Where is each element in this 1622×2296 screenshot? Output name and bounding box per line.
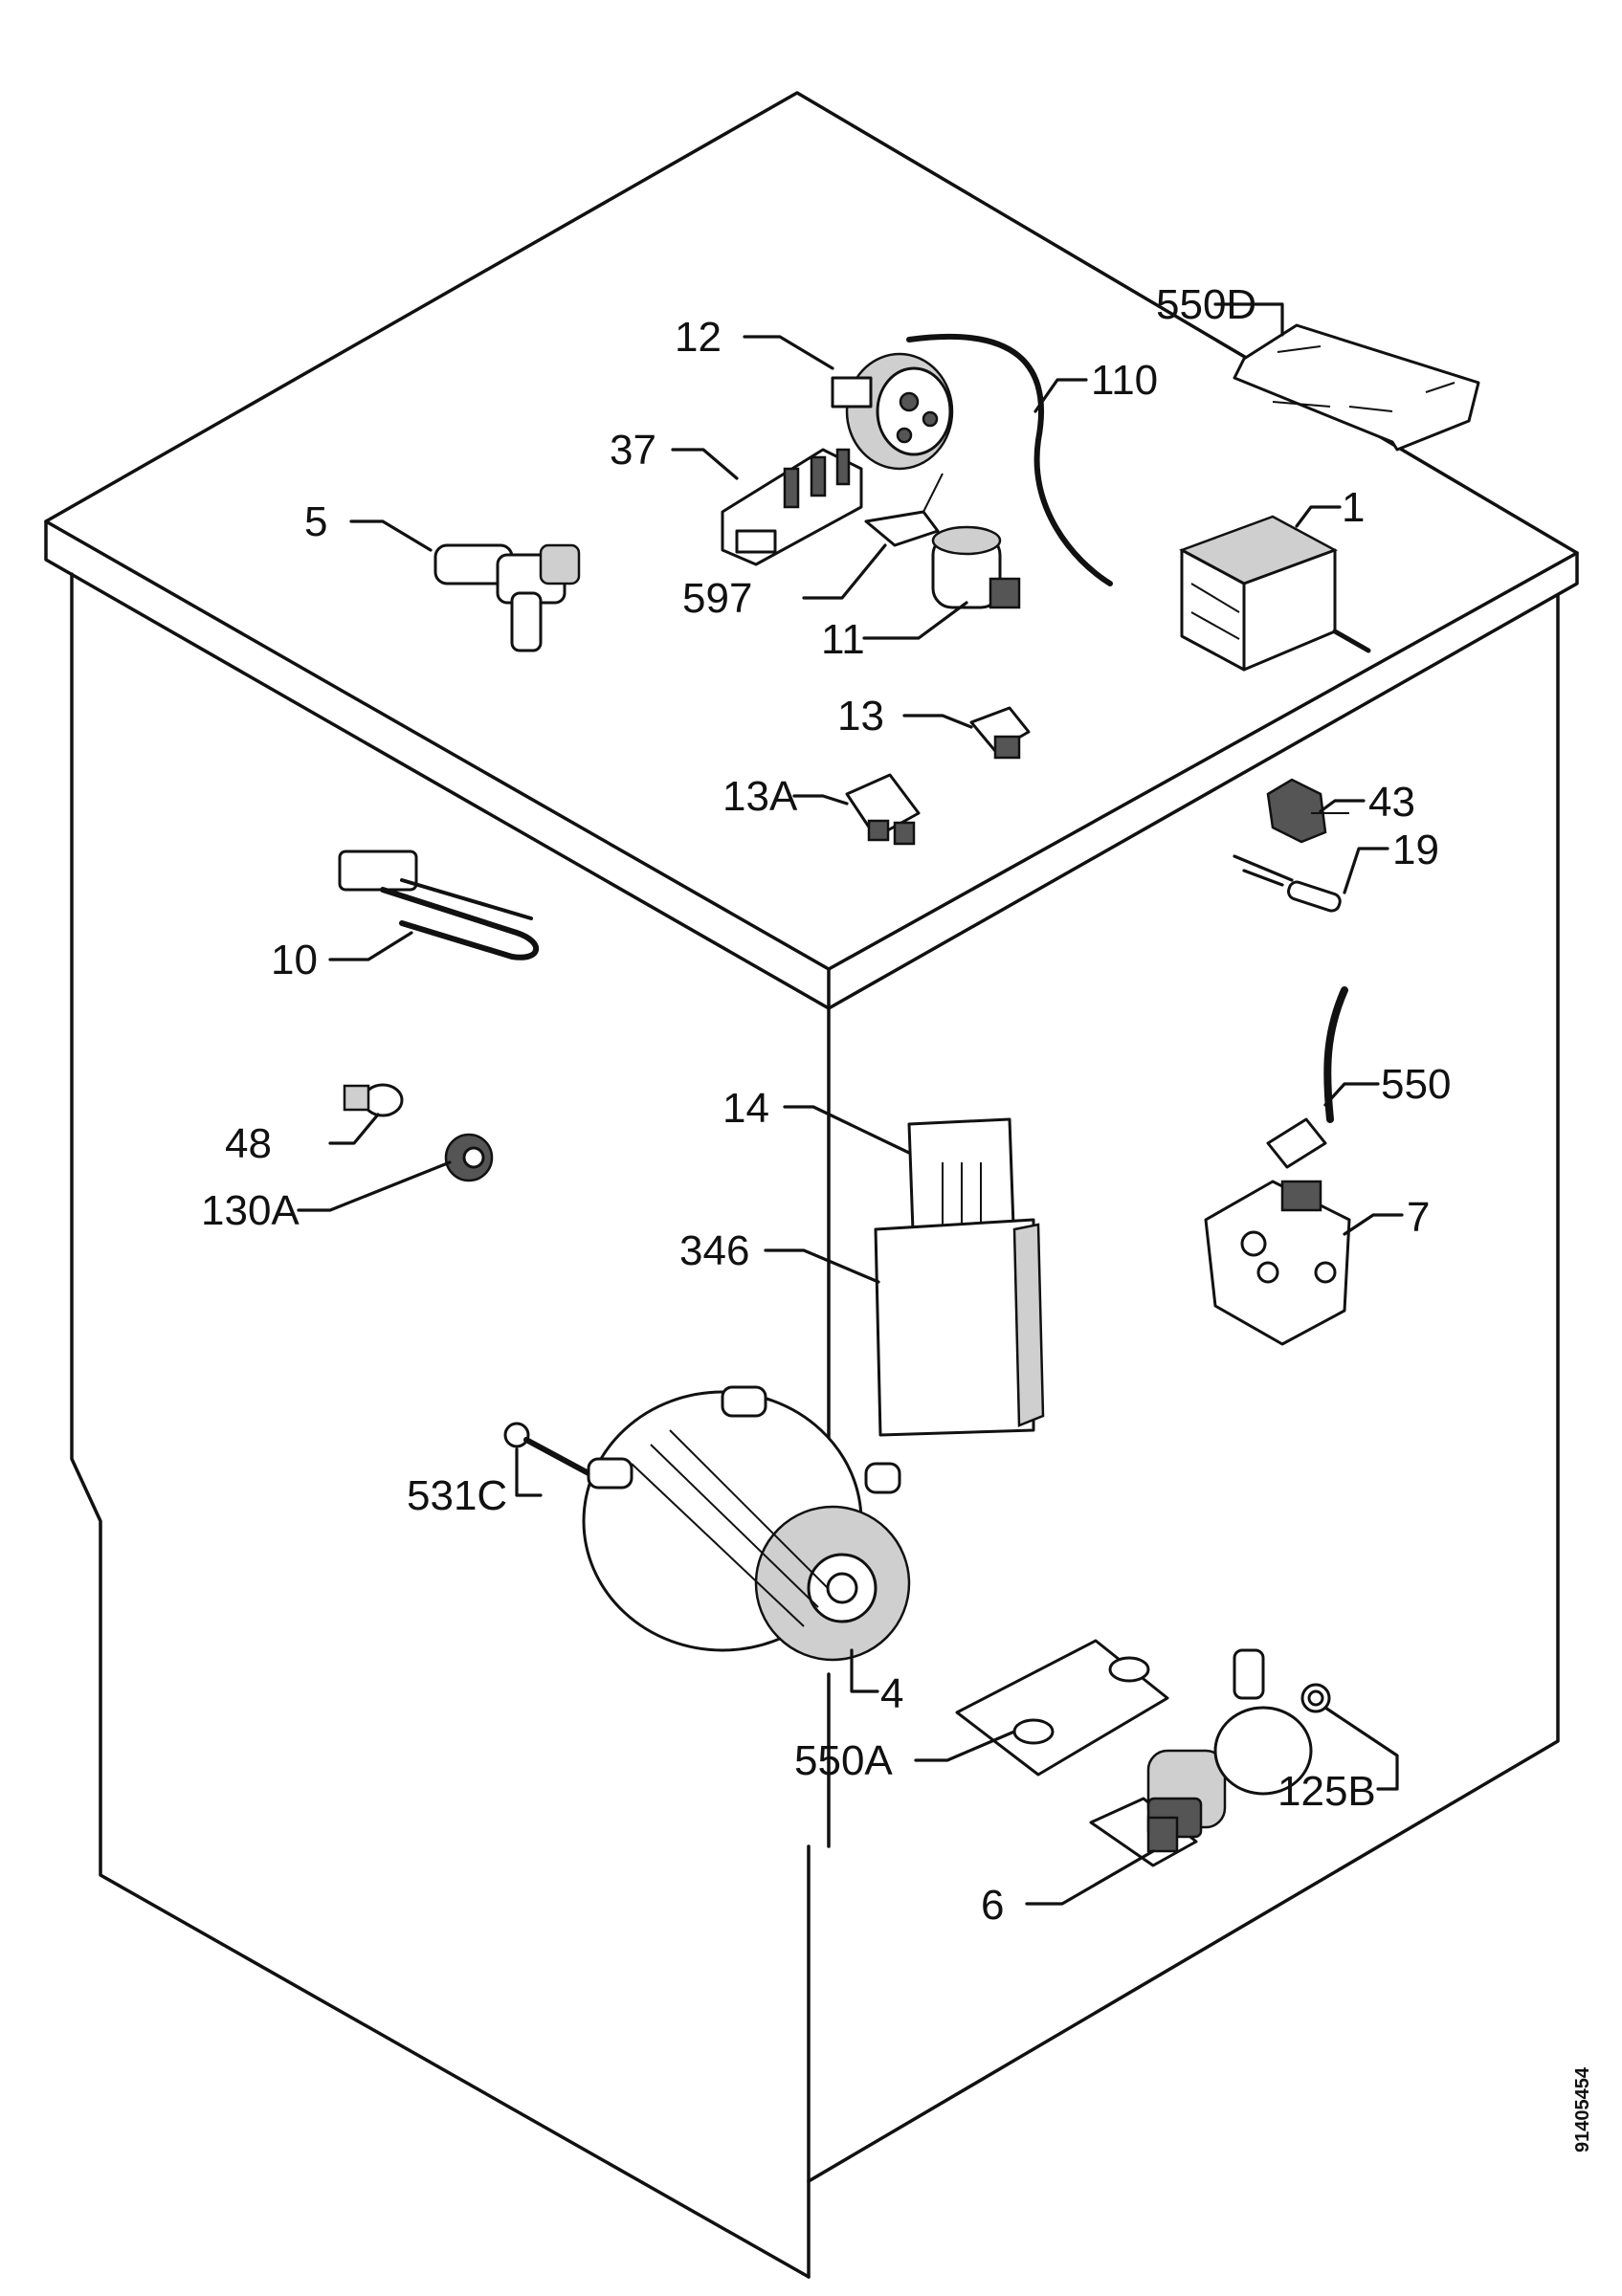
part-43-clip xyxy=(1266,778,1349,844)
label-11: 11 xyxy=(821,616,865,663)
part-550a-motor-cover xyxy=(955,1639,1169,1777)
part-6-drain-pump xyxy=(1089,1648,1313,1867)
label-5: 5 xyxy=(304,498,327,545)
part-37-terminal-block xyxy=(721,448,863,566)
part-10-heating-element xyxy=(338,850,539,960)
label-10: 10 xyxy=(271,937,318,983)
label-4: 4 xyxy=(880,1670,903,1717)
label-6: 6 xyxy=(981,1882,1004,1929)
cabinet-outline xyxy=(44,91,1579,2279)
part-12-pressure-switch xyxy=(831,352,954,471)
label-12: 12 xyxy=(675,314,722,361)
label-531c: 531C xyxy=(407,1472,507,1519)
label-346: 346 xyxy=(679,1227,749,1274)
part-130a-knob xyxy=(444,1133,494,1182)
label-37: 37 xyxy=(610,427,656,474)
part-597-bracket xyxy=(864,473,944,547)
label-13a: 13A xyxy=(722,773,798,820)
part-13-connector xyxy=(969,706,1031,760)
label-110: 110 xyxy=(1091,357,1158,404)
part-1-programmer-timer xyxy=(1178,515,1371,672)
label-597: 597 xyxy=(682,575,752,622)
part-550d-cover-plate xyxy=(1233,323,1480,452)
part-48-pilot-lamp xyxy=(343,1083,404,1117)
part-550-wiring-harness xyxy=(1266,986,1348,1169)
label-19: 19 xyxy=(1392,827,1439,873)
part-7-door-lock xyxy=(1204,1180,1351,1346)
label-48: 48 xyxy=(225,1120,272,1167)
label-550: 550 xyxy=(1381,1061,1451,1108)
part-labels: 1 4 5 6 7 10 11 12 13 13A 14 19 37 43 48… xyxy=(201,281,1451,1929)
part-4-motor xyxy=(582,1385,911,1662)
label-43: 43 xyxy=(1368,779,1415,826)
part-5-inlet-valve xyxy=(433,543,581,652)
label-130a: 130A xyxy=(201,1187,300,1234)
part-110-hose xyxy=(906,333,1113,586)
part-11-capacitor xyxy=(931,525,1021,609)
part-19-temperature-sensor xyxy=(1233,854,1342,913)
leader-lines xyxy=(297,302,1404,1906)
label-14: 14 xyxy=(722,1085,769,1132)
part-13a-connector xyxy=(845,773,921,846)
label-550a: 550A xyxy=(794,1737,893,1784)
part-346-drawer-housing xyxy=(874,1218,1045,1437)
label-7: 7 xyxy=(1407,1194,1430,1241)
part-531c-bolt xyxy=(503,1422,591,1476)
label-550d: 550D xyxy=(1156,281,1256,328)
document-number: 91405454 xyxy=(1572,2066,1593,2152)
part-125b-seal-ring xyxy=(1300,1683,1331,1713)
label-1: 1 xyxy=(1342,484,1365,531)
label-125b: 125B xyxy=(1278,1768,1376,1815)
label-13: 13 xyxy=(837,693,884,740)
